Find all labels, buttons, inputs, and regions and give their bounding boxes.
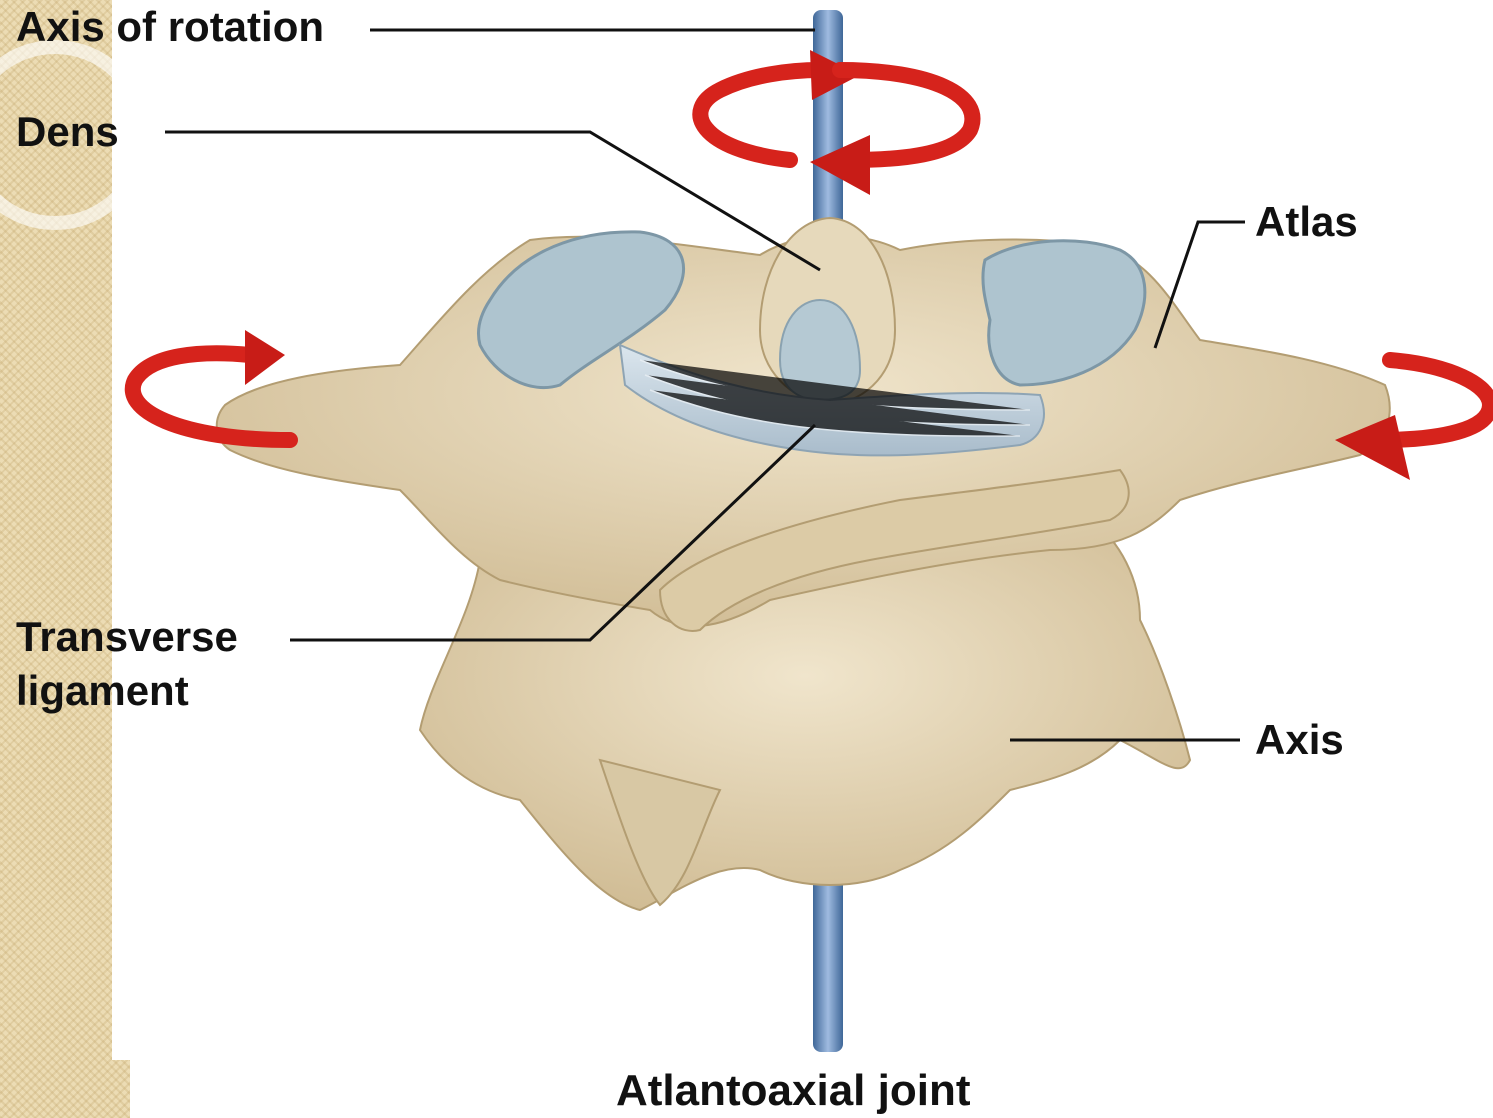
axis-label: Axis: [1255, 713, 1344, 767]
diagram-caption: Atlantoaxial joint: [616, 1064, 970, 1118]
transverse-ligament-label-line1: Transverse: [16, 610, 238, 664]
transverse-ligament-label-line2: ligament: [16, 664, 189, 718]
axis-of-rotation-label: Axis of rotation: [16, 0, 324, 54]
dens-label: Dens: [16, 105, 119, 159]
atlas-label: Atlas: [1255, 195, 1358, 249]
